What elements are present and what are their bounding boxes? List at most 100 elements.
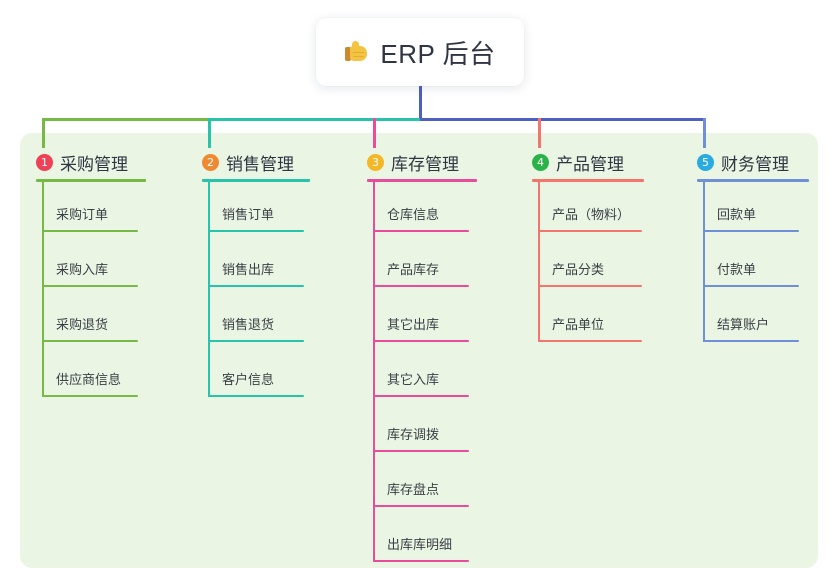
branch-spine [373,182,375,562]
branch-underline [36,179,146,182]
leaf-item-rule [373,450,469,452]
leaf-item-rule [538,230,642,232]
leaf-item-rule [373,285,469,287]
branch-underline [697,179,809,182]
leaf-item-rule [373,340,469,342]
branch-title: 采购管理 [60,154,128,174]
leaf-item[interactable]: 其它入库 [373,342,469,397]
leaf-item-label: 采购订单 [56,207,109,222]
branches-panel [20,133,818,568]
branch-number-badge: 2 [202,153,219,171]
branch-spine [208,182,210,397]
leaf-item-label: 回款单 [717,207,757,222]
branch-spine [703,182,705,342]
leaf-item-label: 产品（物料） [552,207,631,222]
leaf-item-rule [208,395,304,397]
leaf-item-label: 供应商信息 [56,372,122,387]
branch-column-销售管理: 2 销售管理销售订单销售出库销售退货客户信息 [202,150,322,397]
leaf-item[interactable]: 销售出库 [208,232,304,287]
leaf-item-label: 产品单位 [552,317,605,332]
leaf-item-label: 采购退货 [56,317,109,332]
leaf-item-rule [208,340,304,342]
root-node-content: ERP 后台 [344,34,495,71]
branch-column-财务管理: 5 财务管理回款单付款单结算账户 [697,150,817,342]
trunk-line [419,86,422,120]
root-node[interactable]: ERP 后台 [316,18,524,86]
branch-title: 财务管理 [721,154,789,174]
leaf-item-rule [208,230,304,232]
thumbs-up-icon [344,39,370,65]
root-node-label: ERP 后台 [380,38,496,69]
leaf-item[interactable]: 供应商信息 [42,342,138,397]
leaf-item-label: 采购入库 [56,262,109,277]
leaf-item[interactable]: 产品库存 [373,232,469,287]
leaf-item[interactable]: 产品（物料） [538,177,642,232]
leaf-item-label: 其它出库 [387,317,440,332]
leaf-item[interactable]: 采购退货 [42,287,138,342]
drop-line-5 [703,118,706,148]
leaf-item-rule [538,340,642,342]
leaf-item[interactable]: 采购订单 [42,177,138,232]
branch-header-财务管理[interactable]: 5 财务管理 [697,150,817,174]
branch-number-badge: 5 [697,153,714,171]
leaf-item-label: 产品分类 [552,262,605,277]
leaf-item-rule [538,285,642,287]
leaf-item-rule [42,395,138,397]
branch-underline [202,179,310,182]
branch-title: 销售管理 [226,154,294,174]
branch-header-销售管理[interactable]: 2 销售管理 [202,150,322,174]
leaf-item-label: 结算账户 [717,317,770,332]
leaf-item[interactable]: 仓库信息 [373,177,469,232]
leaf-item-label: 付款单 [717,262,757,277]
leaf-item[interactable]: 产品分类 [538,232,642,287]
branch-header-产品管理[interactable]: 4 产品管理 [532,150,652,174]
branch-number-badge: 3 [367,153,384,171]
leaf-item-label: 销售订单 [222,207,275,222]
leaf-item[interactable]: 库存盘点 [373,452,469,507]
leaf-item[interactable]: 结算账户 [703,287,799,342]
connector-segment-1 [42,118,210,121]
branch-underline [532,179,644,182]
drop-line-4 [538,118,541,148]
leaf-item[interactable]: 出库库明细 [373,507,469,562]
leaf-item-rule [703,340,799,342]
leaf-item-rule [208,285,304,287]
connector-segment-2 [208,118,422,121]
leaf-item[interactable]: 销售订单 [208,177,304,232]
leaf-item-label: 客户信息 [222,372,275,387]
leaf-item-rule [373,505,469,507]
leaf-item-rule [373,560,469,562]
leaf-item[interactable]: 库存调拨 [373,397,469,452]
leaf-item[interactable]: 回款单 [703,177,799,232]
leaf-item[interactable]: 客户信息 [208,342,304,397]
branch-spine [538,182,540,342]
leaf-item-rule [42,340,138,342]
leaf-item-label: 出库库明细 [387,537,453,552]
leaf-item-label: 销售退货 [222,317,275,332]
leaf-item-rule [373,395,469,397]
leaf-item-rule [42,285,138,287]
branch-underline [367,179,477,182]
leaf-item-label: 销售出库 [222,262,275,277]
branch-spine [42,182,44,397]
leaf-item[interactable]: 付款单 [703,232,799,287]
connector-segment-3 [420,118,705,121]
leaf-item-label: 库存盘点 [387,482,440,497]
leaf-item[interactable]: 销售退货 [208,287,304,342]
leaf-item-rule [703,285,799,287]
leaf-item-rule [373,230,469,232]
leaf-item-label: 产品库存 [387,262,440,277]
branch-number-badge: 4 [532,153,549,171]
branch-title: 产品管理 [556,154,624,174]
branch-column-产品管理: 4 产品管理产品（物料） 产品分类产品单位 [532,150,652,342]
leaf-item[interactable]: 产品单位 [538,287,642,342]
leaf-item-rule [42,230,138,232]
drop-line-1 [42,118,45,148]
leaf-item[interactable]: 采购入库 [42,232,138,287]
leaf-item-rule [703,230,799,232]
leaf-item[interactable]: 其它出库 [373,287,469,342]
